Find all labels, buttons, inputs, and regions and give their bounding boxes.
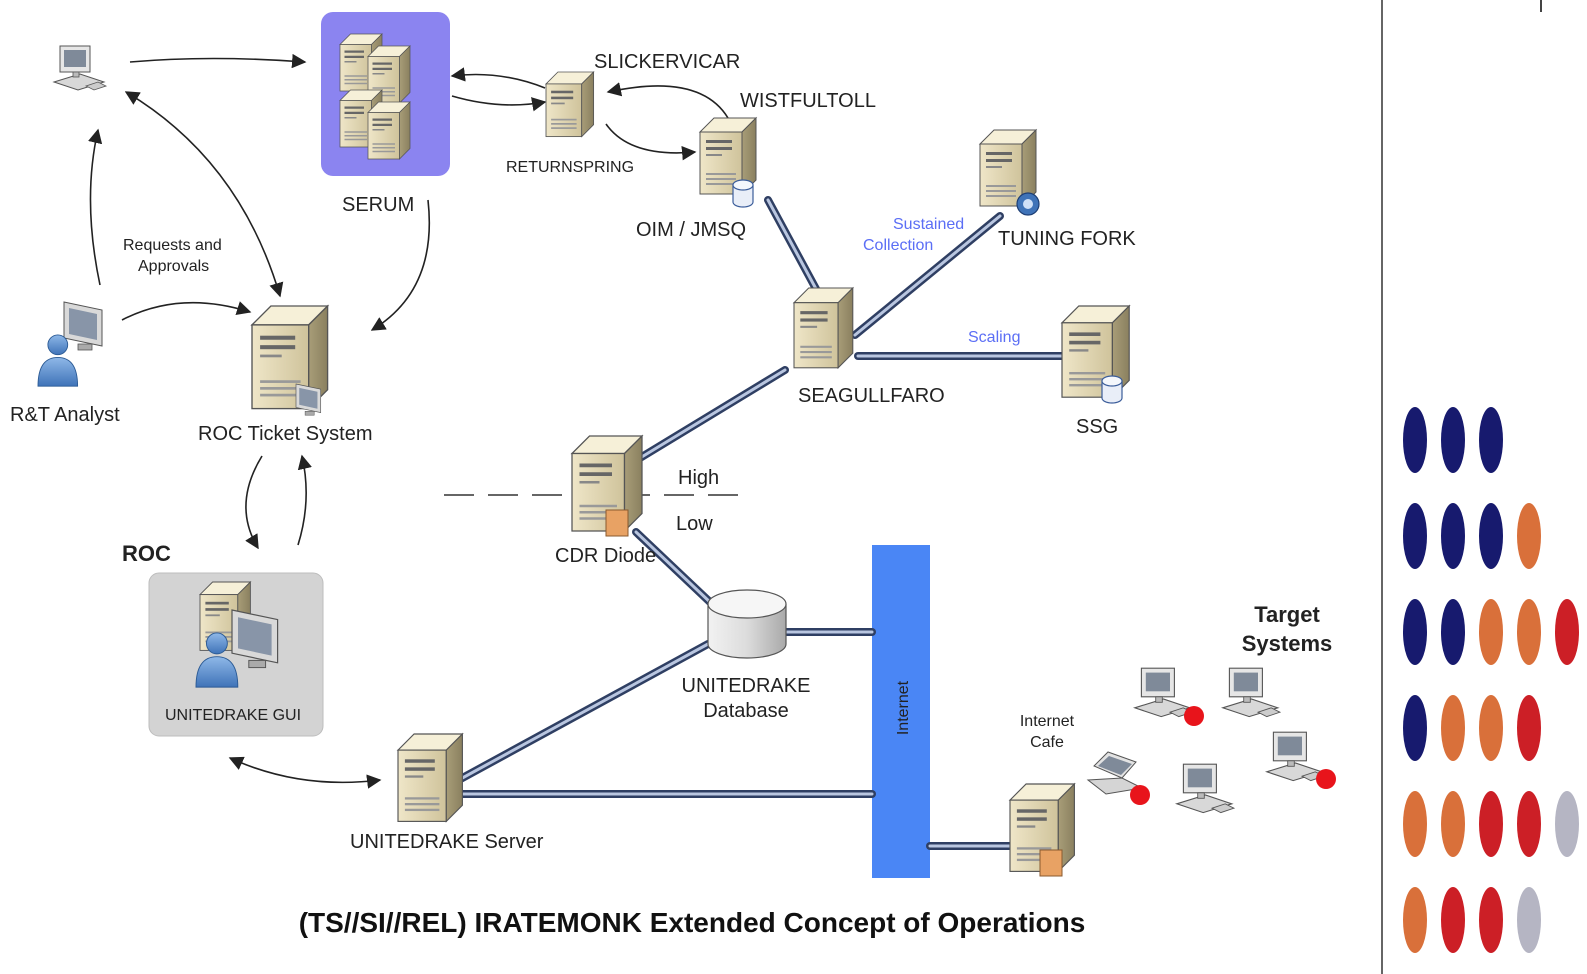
diagram-caption: (TS//SI//REL) IRATEMONK Extended Concept… <box>299 907 1086 938</box>
network-links <box>451 196 1070 850</box>
target-systems-icons <box>1087 667 1336 814</box>
low-label: Low <box>676 513 713 535</box>
unitedrake-database-label-2: Database <box>703 700 789 722</box>
decorative-dot-grid <box>1403 407 1579 953</box>
ssg-label: SSG <box>1076 416 1118 438</box>
returnspring-server-icon <box>545 71 595 138</box>
unitedrake-server-label: UNITEDRAKE Server <box>350 831 544 853</box>
roc-ticket-server-icon <box>251 305 329 416</box>
analyst-workstation-icon <box>53 45 107 91</box>
oim-jmsq-label: OIM / JMSQ <box>636 219 746 241</box>
unitedrake-server-icon <box>397 733 463 822</box>
seagullfaro-server-icon <box>793 287 854 369</box>
serum-server-cluster-icon <box>339 33 411 160</box>
returnspring-label: RETURNSPRING <box>506 159 634 176</box>
ssg-server-icon <box>1061 305 1130 404</box>
roc-label: ROC <box>122 541 171 566</box>
flow-arrows <box>88 53 729 789</box>
internet-cafe-label-2: Cafe <box>1030 734 1064 751</box>
target-systems-label-2: Systems <box>1242 631 1333 656</box>
tuning-fork-server-icon <box>979 129 1040 216</box>
slickervicar-label: SLICKERVICAR <box>594 51 740 73</box>
serum-label: SERUM <box>342 194 414 216</box>
scaling-label: Scaling <box>968 329 1020 346</box>
internet-cafe-label-1: Internet <box>1020 713 1075 730</box>
target-systems-label-1: Target <box>1254 602 1320 627</box>
high-label: High <box>678 467 719 489</box>
unitedrake-gui-label: UNITEDRAKE GUI <box>165 707 301 724</box>
rt-analyst-label: R&T Analyst <box>10 404 120 426</box>
tuning-fork-label: TUNING FORK <box>998 228 1136 250</box>
seagullfaro-label: SEAGULLFARO <box>798 385 945 407</box>
cdr-diode-server-icon <box>571 435 643 537</box>
sustained-collection-label-2: Collection <box>863 237 933 254</box>
roc-ticket-system-label: ROC Ticket System <box>198 423 372 445</box>
requests-approvals-label-2: Approvals <box>138 258 209 275</box>
wistfultoll-label: WISTFULTOLL <box>740 90 876 112</box>
unitedrake-database-icon <box>707 589 787 659</box>
internet-cafe-server-icon <box>1009 783 1075 877</box>
requests-approvals-label-1: Requests and <box>123 237 222 254</box>
sustained-collection-label-1: Sustained <box>893 216 964 233</box>
cdr-diode-label: CDR Diode <box>555 545 656 567</box>
internet-bar <box>872 545 930 878</box>
rt-analyst-icon <box>37 301 103 387</box>
oim-jmsq-server-icon <box>699 117 757 208</box>
internet-label: Internet <box>895 680 912 735</box>
unitedrake-database-label-1: UNITEDRAKE <box>682 675 811 697</box>
